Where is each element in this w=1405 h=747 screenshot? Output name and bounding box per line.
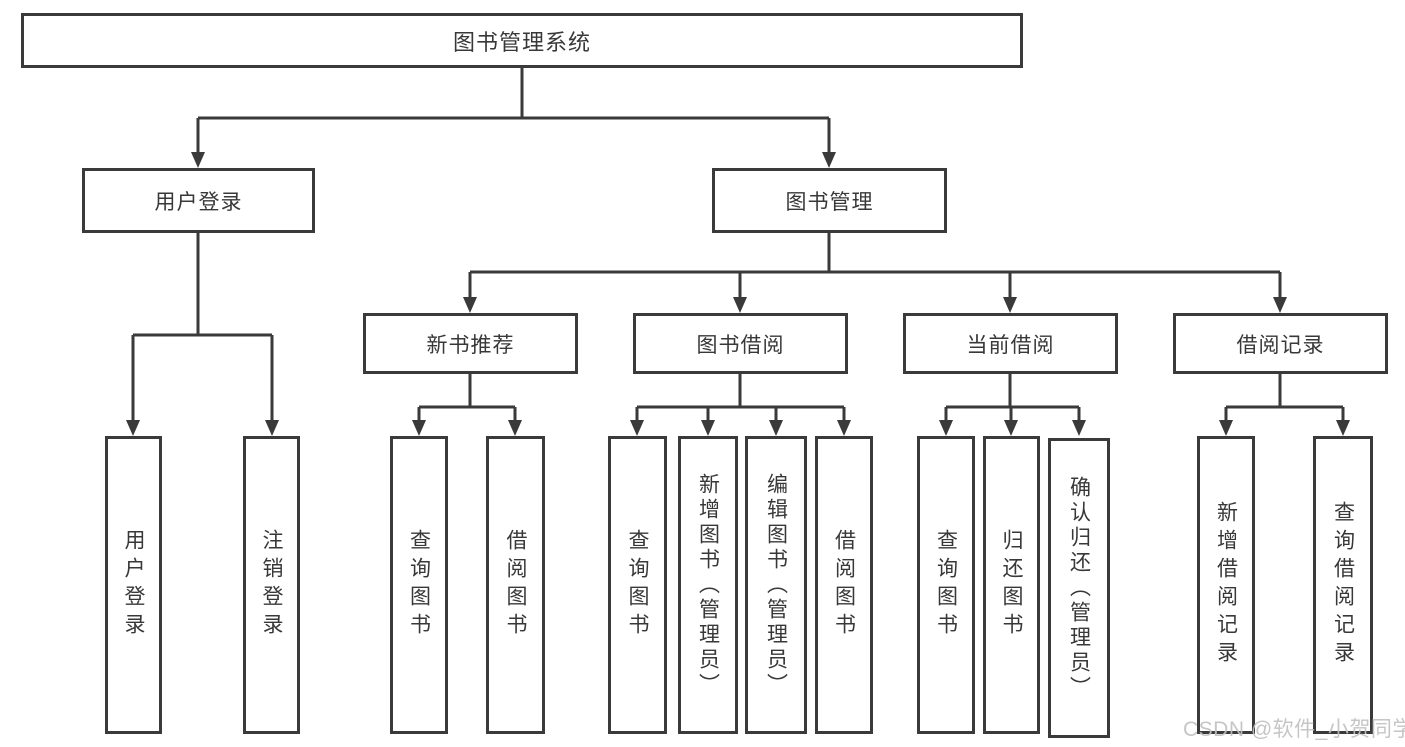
node-label: 新增借阅记录 <box>1214 501 1238 669</box>
connector-newbooks-to-leaves <box>417 374 517 422</box>
connector-root-to-level2 <box>196 68 831 154</box>
node-label: 用户登录 <box>154 190 243 214</box>
node-label: 归还图书 <box>1000 529 1023 641</box>
node-book-borrowing: 图书借阅 <box>633 313 848 374</box>
connector-bookmgmt-to-level3 <box>468 233 1282 299</box>
node-label: 用户登录 <box>122 529 145 641</box>
node-label: 查询借阅记录 <box>1331 501 1355 669</box>
node-label: 图书借阅 <box>696 333 785 357</box>
node-label: 编辑图书（管理员） <box>764 472 788 698</box>
leaf-user-login: 用户登录 <box>105 436 162 734</box>
leaf-edit-books-admin: 编辑图书（管理员） <box>745 436 807 734</box>
node-borrowing-records: 借阅记录 <box>1173 313 1388 374</box>
leaf-return-books: 归还图书 <box>983 436 1040 734</box>
leaf-logout: 注销登录 <box>243 436 300 734</box>
arrowheads-level2 <box>191 152 836 168</box>
node-new-book-recommendation: 新书推荐 <box>363 313 578 374</box>
leaf-query-borrow-record: 查询借阅记录 <box>1313 436 1373 734</box>
node-current-borrowing: 当前借阅 <box>903 313 1118 374</box>
connector-current-to-leaves <box>944 374 1081 422</box>
connector-records-to-leaves <box>1224 374 1345 422</box>
node-label: 图书管理系统 <box>452 29 591 55</box>
node-label: 查询图书 <box>407 529 431 641</box>
arrowheads-borrowing-leaves <box>630 420 851 436</box>
arrowheads-current-leaves <box>939 420 1086 436</box>
node-book-management-branch: 图书管理 <box>712 168 947 233</box>
leaf-confirm-return-admin: 确认归还（管理员） <box>1048 438 1110 738</box>
node-label: 借阅图书 <box>832 529 856 641</box>
arrowheads-level3 <box>463 297 1287 313</box>
node-user-login-branch: 用户登录 <box>82 168 315 233</box>
node-label: 确认归还（管理员） <box>1067 475 1091 701</box>
leaf-borrow-books: 借阅图书 <box>815 436 873 734</box>
node-label: 查询图书 <box>934 529 958 641</box>
leaf-borrow-books-recommend: 借阅图书 <box>486 436 545 734</box>
arrowheads-userlogin-leaves <box>126 420 279 436</box>
node-label: 借阅图书 <box>504 529 527 641</box>
arrowheads-newbooks-leaves <box>412 420 522 436</box>
leaf-query-books-current: 查询图书 <box>917 436 975 734</box>
csdn-watermark: CSDN @软件_小贺同学 <box>1183 718 1405 741</box>
node-label: 新书推荐 <box>426 333 515 357</box>
node-label: 新增图书（管理员） <box>696 472 720 698</box>
node-label: 查询图书 <box>626 529 649 641</box>
arrowheads-records-leaves <box>1219 420 1350 436</box>
node-library-management-system: 图书管理系统 <box>21 13 1023 68</box>
leaf-add-books-admin: 新增图书（管理员） <box>678 436 738 734</box>
node-label: 当前借阅 <box>966 333 1055 357</box>
leaf-add-borrow-record: 新增借阅记录 <box>1197 436 1255 734</box>
node-label: 注销登录 <box>260 529 283 641</box>
leaf-query-books-borrowing: 查询图书 <box>608 436 667 734</box>
connector-borrowing-to-leaves <box>635 374 846 422</box>
leaf-query-books-recommend: 查询图书 <box>390 436 448 734</box>
node-label: 借阅记录 <box>1236 333 1325 357</box>
connector-userlogin-to-leaves <box>131 233 274 422</box>
node-label: 图书管理 <box>785 190 874 214</box>
